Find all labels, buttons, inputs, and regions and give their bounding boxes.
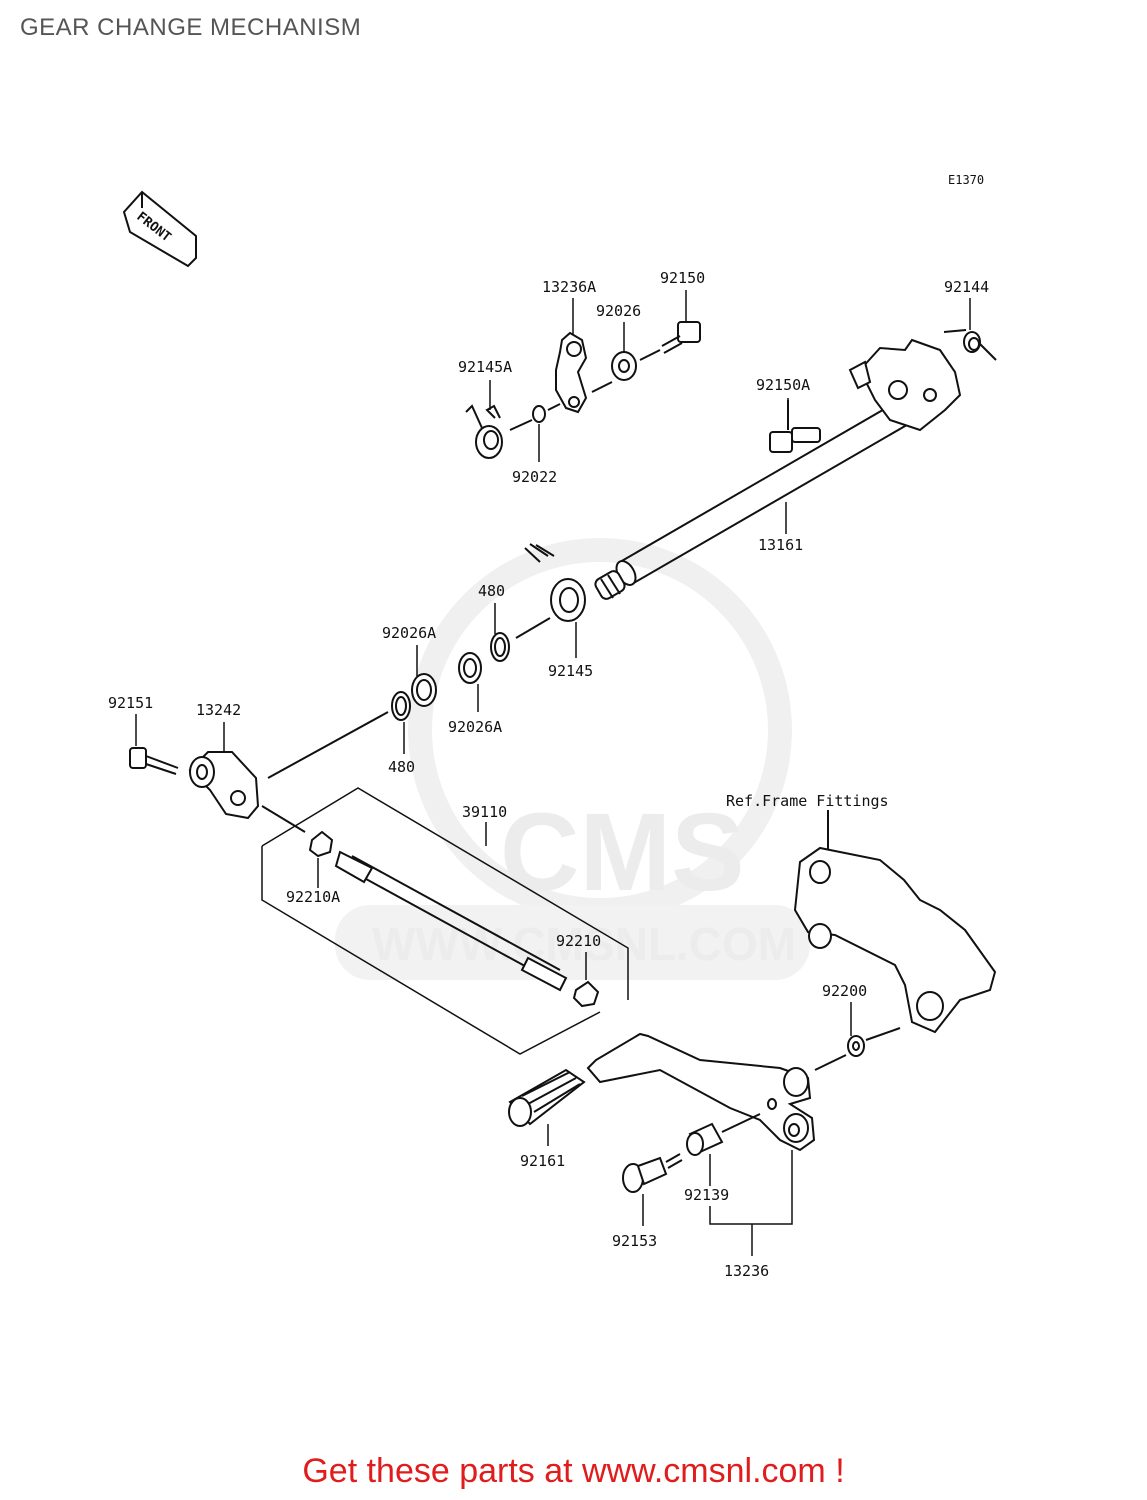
spring-washers — [267, 543, 586, 779]
pedal-rubber-92161 — [508, 1068, 586, 1127]
label-13242: 13242 — [196, 701, 241, 719]
label-92153: 92153 — [612, 1232, 657, 1250]
watermark-brand: CMS — [500, 791, 744, 914]
front-arrow-icon: FRONT — [122, 190, 197, 268]
upper-linkage — [465, 321, 701, 459]
label-92026a-lower: 92026A — [448, 718, 502, 736]
label-13161: 13161 — [758, 536, 803, 554]
label-92210a: 92210A — [286, 888, 340, 906]
label-92210: 92210 — [556, 932, 601, 950]
label-92150a: 92150A — [756, 376, 810, 394]
label-92144: 92144 — [944, 278, 989, 296]
shift-pedal — [586, 1032, 816, 1152]
label-13236a: 13236A — [542, 278, 596, 296]
shift-shaft — [594, 338, 962, 600]
watermark-url: WWW.CMSNL.COM — [372, 918, 796, 970]
label-13236: 13236 — [724, 1262, 769, 1280]
label-92022: 92022 — [512, 468, 557, 486]
watermark: CMS WWW.CMSNL.COM — [335, 538, 810, 980]
label-92145: 92145 — [548, 662, 593, 680]
part-labels: 13236A 92150 92026 92144 92145A 92150A 9… — [108, 269, 989, 1280]
label-ref-frame-fittings: Ref.Frame Fittings — [726, 792, 889, 810]
label-92151: 92151 — [108, 694, 153, 712]
label-480-lower: 480 — [388, 758, 415, 776]
page-title: GEAR CHANGE MECHANISM — [20, 14, 362, 41]
label-92150: 92150 — [660, 269, 705, 287]
frame-fitting — [793, 810, 997, 1071]
leader-lines — [135, 290, 971, 1256]
parts-diagram: CMS WWW.CMSNL.COM E1370 FRONT — [108, 173, 997, 1280]
label-92026: 92026 — [596, 302, 641, 320]
label-92145a: 92145A — [458, 358, 512, 376]
label-92200: 92200 — [822, 982, 867, 1000]
tie-rod-39110 — [261, 805, 600, 1008]
tie-rod-box — [261, 787, 629, 1055]
bolt-92150a — [769, 400, 821, 453]
joint-13242 — [129, 747, 260, 820]
diagram-code: E1370 — [948, 173, 984, 187]
label-92161: 92161 — [520, 1152, 565, 1170]
footer-promo-link[interactable]: Get these parts at www.cmsnl.com ! — [302, 1452, 845, 1490]
bushing-bolt — [622, 1113, 761, 1193]
spring-92144 — [943, 329, 997, 361]
label-92026a-upper: 92026A — [382, 624, 436, 642]
label-39110: 39110 — [462, 803, 507, 821]
label-480-upper: 480 — [478, 582, 505, 600]
label-92139: 92139 — [684, 1186, 729, 1204]
